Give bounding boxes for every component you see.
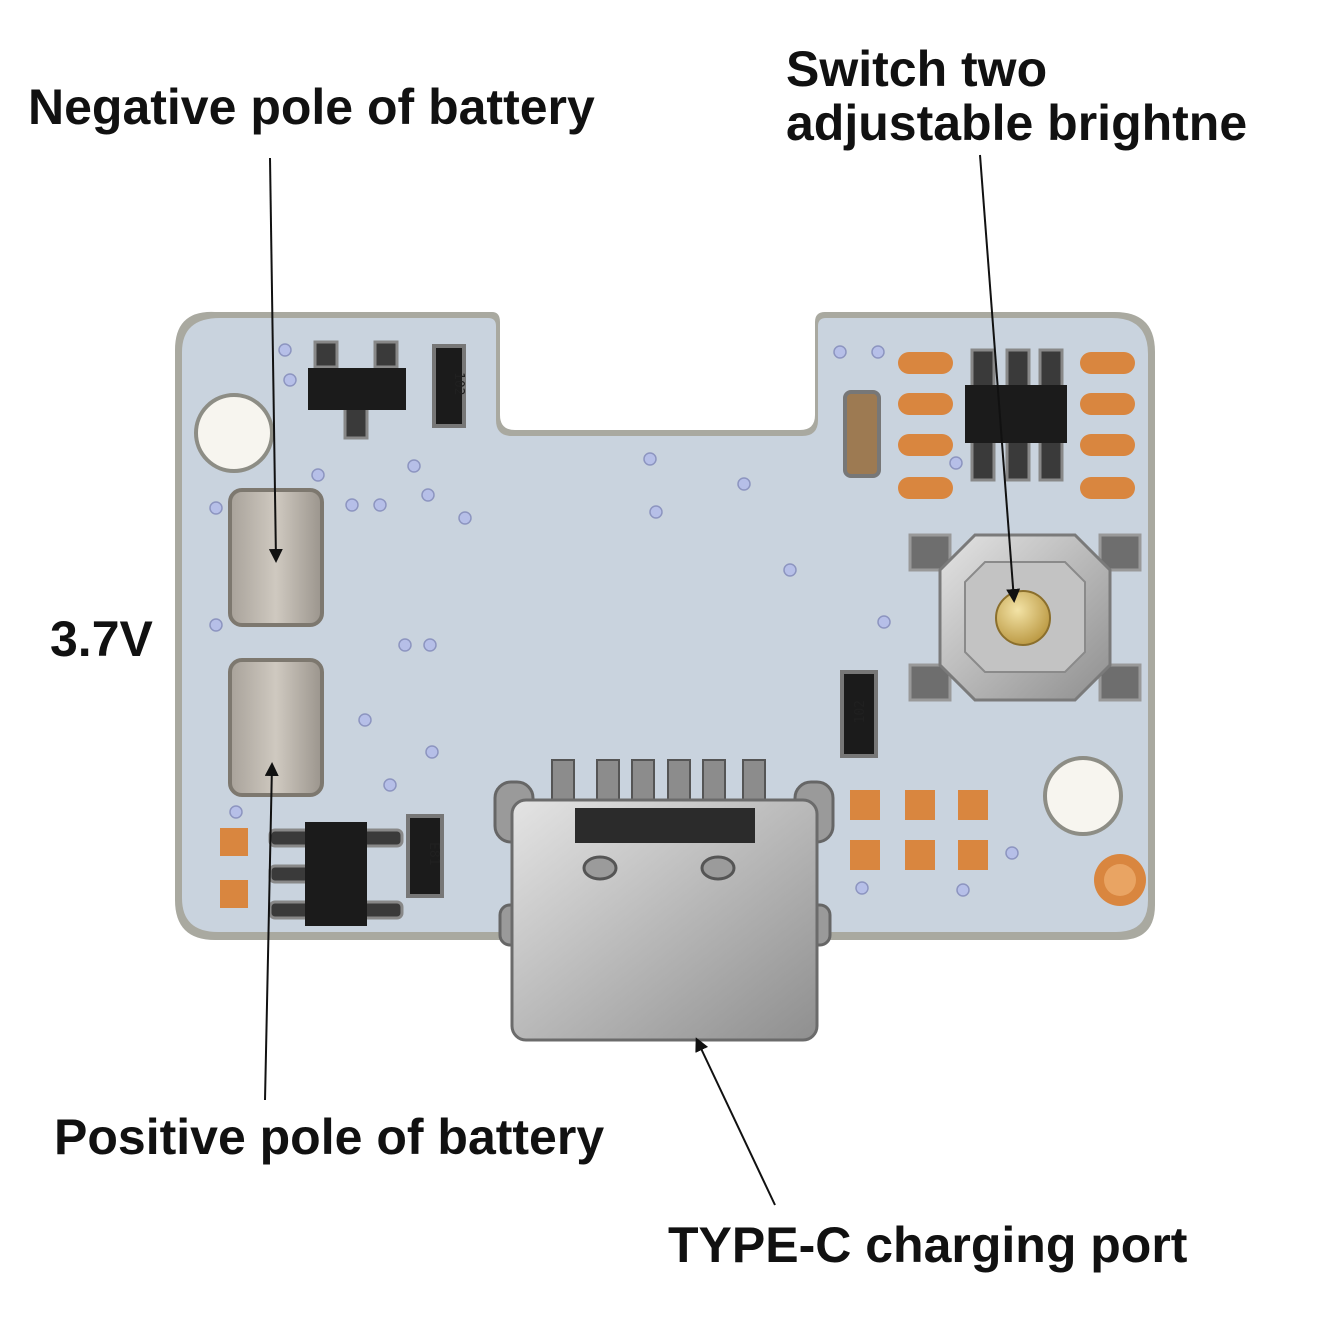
label-typec-port: TYPE-C charging port <box>668 1217 1188 1273</box>
ic-sot23-6 <box>965 348 1067 482</box>
mounting-hole-right <box>1043 756 1123 836</box>
switch-button <box>995 590 1051 646</box>
tactile-switch <box>908 533 1142 702</box>
callout-line-switch <box>979 154 1021 603</box>
usb-type-c-connector <box>493 759 835 1042</box>
callout-line-positive <box>264 762 279 1101</box>
resistor-e81: E81 <box>406 814 444 898</box>
mounting-hole-left <box>194 393 274 473</box>
resistor-102-mid: 102 <box>840 670 878 758</box>
capacitor <box>843 390 881 478</box>
transistor-top-left <box>308 340 406 440</box>
label-voltage: 3.7V <box>50 611 153 667</box>
label-negative-pole: Negative pole of battery <box>28 79 595 135</box>
ic-bottom-left <box>268 822 404 926</box>
resistor-label-mid: 102 <box>853 700 868 723</box>
label-positive-pole: Positive pole of battery <box>54 1109 605 1165</box>
pcb-board <box>182 318 1148 932</box>
resistor-label-e81: E81 <box>426 842 441 865</box>
callout-line-typec <box>695 1037 776 1206</box>
callout-line-negative <box>268 157 283 563</box>
label-switch-line2: adjustable brightne <box>786 95 1248 151</box>
copper-pads-right <box>898 352 1135 499</box>
resistor-label: 102 <box>451 372 466 395</box>
resistor-102-top: 102 <box>432 344 466 428</box>
label-switch-line1: Switch two <box>786 41 1048 97</box>
battery-positive-pad <box>228 658 324 797</box>
copper-squares <box>220 790 988 908</box>
